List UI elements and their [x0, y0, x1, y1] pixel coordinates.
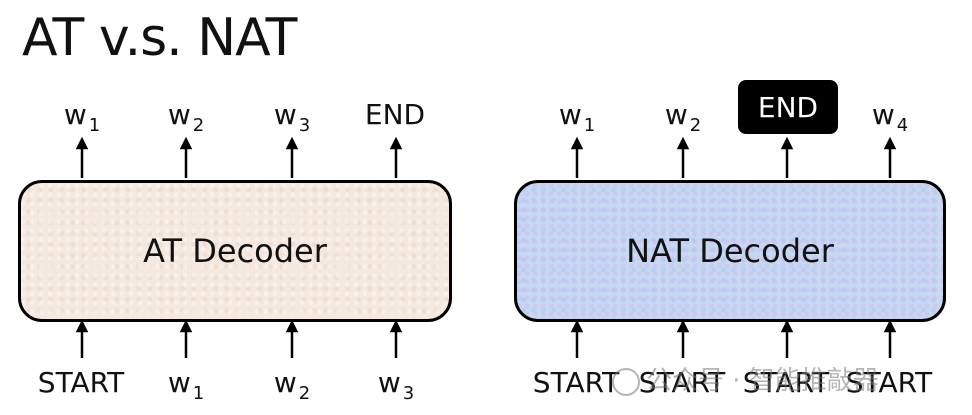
nat-output-token-subscript: 4: [896, 115, 909, 136]
nat-input-token: START: [743, 366, 831, 399]
at-input-token-base: w: [273, 366, 297, 399]
nat-output-token-subscript: 2: [689, 115, 702, 136]
at-output-token-subscript: 2: [192, 115, 205, 136]
nat-end-badge: END: [738, 80, 838, 134]
at-input-token-subscript: 1: [192, 383, 205, 404]
nat-input-token: START: [639, 366, 727, 399]
nat-output-token-base: w: [558, 98, 582, 131]
at-decoder-label: AT Decoder: [143, 232, 327, 270]
nat-end-badge-label: END: [757, 90, 819, 124]
nat-output-token-subscript: 1: [583, 115, 596, 136]
at-input-token-subscript: 2: [298, 383, 311, 404]
nat-input-token-base: START: [742, 366, 830, 399]
at-output-token-base: w: [167, 98, 191, 131]
at-output-token: END: [365, 98, 427, 131]
nat-input-token: START: [846, 366, 934, 399]
at-input-token-subscript: 3: [402, 383, 415, 404]
at-output-token-base: w: [63, 98, 87, 131]
at-output-token-subscript: 1: [88, 115, 101, 136]
watermark: 公众号 · 智能推敲器: [612, 360, 879, 397]
at-input-token-base: START: [37, 366, 125, 399]
nat-input-token: START: [533, 366, 621, 399]
nat-decoder-label: NAT Decoder: [626, 232, 834, 270]
nat-output-token-base: w: [664, 98, 688, 131]
at-output-token-base: w: [273, 98, 297, 131]
at-output-token-base: END: [364, 98, 426, 131]
at-input-token-base: w: [377, 366, 401, 399]
nat-output-token-base: w: [871, 98, 895, 131]
nat-input-token-base: START: [638, 366, 726, 399]
nat-decoder-box: NAT Decoder: [514, 180, 946, 322]
nat-input-token-base: START: [845, 366, 933, 399]
at-decoder-box: AT Decoder: [18, 180, 452, 322]
wechat-icon: [612, 367, 640, 396]
at-input-token: START: [38, 366, 126, 399]
nat-input-token-base: START: [532, 366, 620, 399]
slide-title: AT v.s. NAT: [22, 8, 297, 68]
watermark-text: 公众号 · 智能推敲器: [646, 366, 879, 396]
at-input-token-base: w: [167, 366, 191, 399]
at-output-token-subscript: 3: [298, 115, 311, 136]
